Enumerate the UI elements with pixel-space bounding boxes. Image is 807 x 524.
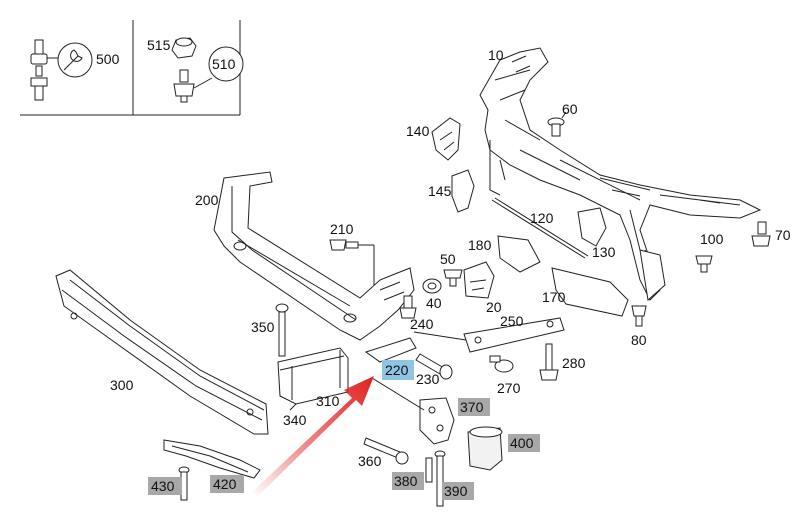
label-170: 170	[542, 289, 566, 305]
part-200-crossmember: 200	[195, 171, 415, 341]
label-50: 50	[440, 251, 456, 267]
part-60-bolt: 60	[547, 101, 578, 137]
label-130: 130	[592, 244, 616, 260]
part-70-bolt: 70	[751, 221, 791, 247]
label-220: 220	[385, 362, 409, 378]
radiator-support-frame: 10	[479, 47, 762, 301]
label-350: 350	[251, 319, 275, 335]
part-430-bolt: 430	[148, 466, 190, 501]
label-360: 360	[358, 453, 382, 469]
label-300: 300	[110, 377, 134, 393]
part-310-crash-box: 310	[277, 347, 349, 409]
label-310: 310	[316, 393, 340, 409]
label-340: 340	[283, 412, 307, 428]
label-220-highlight	[382, 360, 414, 380]
part-230-bolt: 230	[415, 353, 453, 387]
part-40-nut: 40	[422, 278, 442, 311]
part-220-bracket: 220	[364, 337, 417, 380]
label-180: 180	[468, 237, 492, 253]
label-10: 10	[488, 47, 504, 63]
part-210-bolt: 210	[329, 221, 375, 285]
part-380-stud: 380	[392, 457, 433, 490]
label-230: 230	[416, 371, 440, 387]
part-145-bracket: 145	[428, 169, 475, 213]
red-arrow-icon	[252, 376, 374, 496]
part-120-strip: 120	[491, 197, 589, 259]
label-420: 420	[213, 476, 237, 492]
label-280: 280	[562, 355, 586, 371]
label-200: 200	[195, 192, 219, 208]
label-390: 390	[444, 483, 468, 499]
part-250-bracket: 250	[463, 313, 565, 353]
label-120: 120	[530, 210, 554, 226]
part-20-latch: 20	[463, 261, 502, 315]
label-515: 515	[147, 37, 171, 53]
label-500: 500	[96, 51, 120, 67]
label-140: 140	[406, 123, 430, 139]
part-300-bumper-beam: 300	[55, 269, 269, 435]
part-50-screw: 50	[440, 251, 463, 287]
label-20: 20	[486, 299, 502, 315]
label-400: 400	[510, 435, 534, 451]
label-510: 510	[212, 56, 236, 72]
part-130-bracket: 130	[577, 207, 616, 260]
part-360-bolt: 360	[358, 437, 409, 469]
part-350-bolt: 350	[251, 303, 289, 357]
part-400-cap: 400	[467, 426, 540, 471]
part-370-bracket: 370	[419, 397, 490, 445]
part-270-bolt: 270	[489, 355, 521, 396]
label-270: 270	[497, 380, 521, 396]
fastener-inset-box: 500 515 510	[20, 20, 244, 116]
label-145: 145	[428, 183, 452, 199]
part-180-bracket: 180	[468, 235, 541, 273]
label-370: 370	[460, 399, 484, 415]
label-240: 240	[410, 316, 434, 332]
part-140-bracket: 140	[406, 117, 461, 161]
part-170-deflector: 170	[542, 267, 629, 317]
part-420-absorber: 420	[163, 439, 261, 493]
part-390-bolt: 390	[434, 450, 474, 507]
part-80-screw: 80	[631, 305, 647, 348]
part-280-bolt: 280	[539, 343, 586, 381]
wrench-icon	[57, 42, 93, 78]
label-80: 80	[631, 332, 647, 348]
label-250: 250	[500, 313, 524, 329]
label-100: 100	[700, 231, 724, 247]
label-40: 40	[426, 295, 442, 311]
part-100-screw: 100	[695, 231, 724, 273]
label-380: 380	[394, 473, 418, 489]
label-430: 430	[151, 478, 175, 494]
label-210: 210	[330, 221, 354, 237]
label-60: 60	[562, 101, 578, 117]
label-70: 70	[775, 227, 791, 243]
